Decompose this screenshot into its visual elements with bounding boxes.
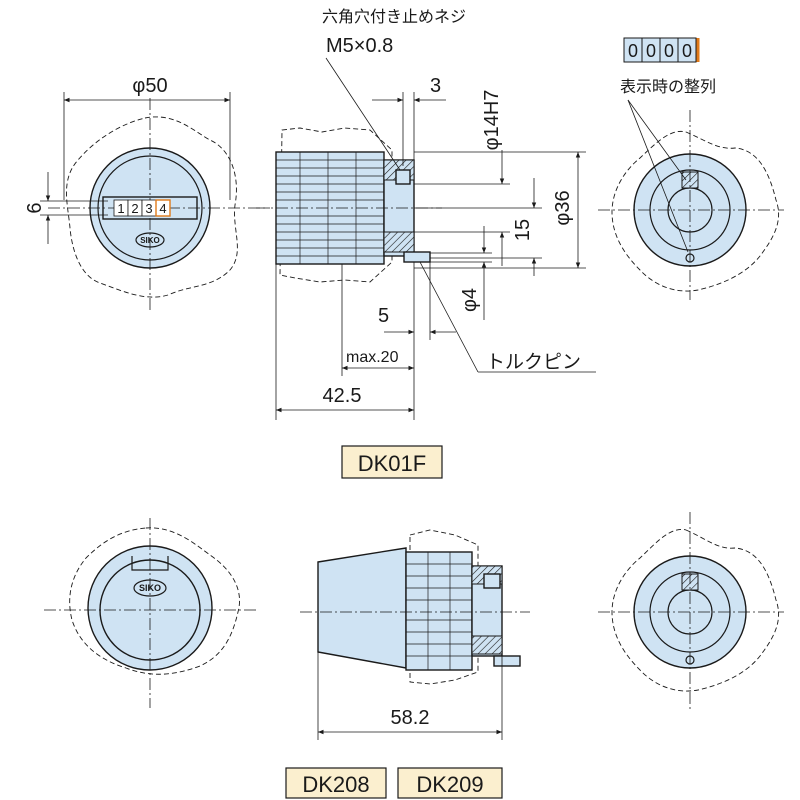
label-hex-screw-size: M5×0.8 bbox=[326, 35, 393, 57]
dim-3: 3 bbox=[430, 75, 441, 97]
knob-outline-side bbox=[279, 127, 393, 283]
label-display-alignment: 表示時の整列 bbox=[620, 77, 716, 96]
set-screw bbox=[395, 169, 411, 185]
dk01f-rear-view: 0 0 0 0 表示時の整列 bbox=[598, 37, 784, 300]
side-digit-2: 0 bbox=[646, 41, 656, 61]
dim-15: 15 bbox=[512, 219, 534, 241]
side-digit-4: 0 bbox=[682, 41, 692, 61]
knob-body-dk208 bbox=[405, 551, 473, 671]
dk208-front-view: SIKO bbox=[44, 518, 256, 708]
counter-digits-front: 1 2 3 4 bbox=[113, 199, 171, 217]
torque-pin bbox=[403, 251, 431, 263]
dk208-side-view: 58.2 DK208 DK209 bbox=[285, 529, 530, 799]
counter-display-side: 0 0 0 0 bbox=[623, 37, 700, 63]
knurling-dk208 bbox=[406, 552, 472, 670]
dim-phi50: φ50 bbox=[132, 75, 167, 97]
digit-1: 1 bbox=[117, 201, 124, 216]
side-digit-1: 0 bbox=[628, 41, 638, 61]
cover-side-dk208 bbox=[317, 547, 407, 669]
model-dk01f: DK01F bbox=[358, 451, 426, 476]
knob-outline-front bbox=[66, 116, 238, 298]
brand-logo-front bbox=[135, 232, 165, 248]
dim-6: 6 bbox=[24, 202, 46, 213]
hub-section-bottom bbox=[383, 231, 415, 253]
model-dk208: DK208 bbox=[302, 772, 369, 797]
digit-2: 2 bbox=[131, 201, 138, 216]
dim-phi36: φ36 bbox=[552, 190, 574, 225]
leader-hex-screw bbox=[325, 57, 401, 171]
dk01f-front-view: 1 2 3 4 SIKO φ50 6 bbox=[24, 75, 270, 310]
set-screw-dk208 bbox=[483, 573, 501, 589]
brand-text-front: SIKO bbox=[140, 236, 160, 245]
dim-42-5: 42.5 bbox=[323, 385, 362, 407]
dim-phi4: φ4 bbox=[459, 288, 481, 312]
model-dk209: DK209 bbox=[416, 772, 483, 797]
leader-torque-pin bbox=[419, 261, 479, 373]
dim-5: 5 bbox=[378, 305, 389, 327]
model-tag-dk01f bbox=[341, 445, 443, 479]
label-hex-screw: 六角穴付き止めネジ bbox=[322, 7, 466, 26]
model-tag-dk209 bbox=[397, 767, 503, 799]
hub-section-bottom-dk208 bbox=[471, 635, 503, 655]
dim-phi14h7: φ14H7 bbox=[481, 90, 503, 151]
digit-4: 4 bbox=[159, 201, 166, 216]
dim-max20: max.20 bbox=[346, 349, 399, 366]
label-torque-pin: トルクピン bbox=[486, 351, 581, 373]
model-tag-dk208 bbox=[285, 767, 387, 799]
dk01f-side-view: 六角穴付き止めネジ M5×0.8 3 φ14H7 15 φ36 φ4 bbox=[256, 7, 596, 479]
dim-58-2: 58.2 bbox=[391, 707, 430, 729]
digit-3: 3 bbox=[145, 201, 152, 216]
dk208-rear-view bbox=[598, 512, 784, 712]
side-digit-3: 0 bbox=[664, 41, 674, 61]
torque-pin-dk208 bbox=[493, 655, 521, 667]
